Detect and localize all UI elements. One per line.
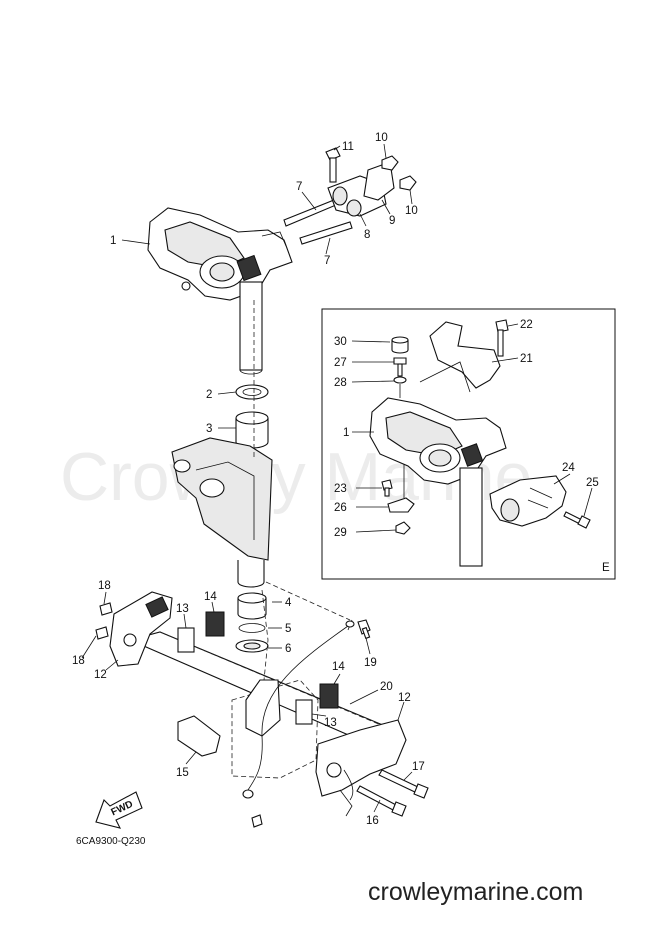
callout-18-upper: 18 (98, 580, 111, 592)
bolt-part-27 (393, 357, 407, 377)
friction-block-part-13-left (177, 627, 195, 653)
callout-14-left: 14 (204, 591, 217, 603)
clamp-bracket-part-12-left (109, 591, 173, 667)
callout-12-right: 12 (398, 692, 411, 704)
bolt-part-18 (95, 602, 113, 640)
plate-part-15 (177, 715, 221, 757)
bolt-part-23 (381, 479, 393, 497)
friction-pad-part-14-left (205, 611, 225, 637)
callout-7-upper: 7 (296, 181, 302, 193)
callout-8: 8 (364, 229, 370, 241)
bolt-part-22 (495, 319, 509, 357)
callout-1-inset: 1 (343, 427, 349, 439)
steering-shaft (239, 281, 263, 375)
callout-12-left: 12 (94, 669, 107, 681)
bolt-part-17 (378, 769, 429, 799)
screw-part-25 (563, 511, 591, 529)
callout-10-upper: 10 (375, 132, 388, 144)
callout-14-right: 14 (332, 661, 345, 673)
assembly-line-1 (265, 581, 351, 621)
bolt-part-16 (356, 785, 407, 817)
o-ring-part-5 (238, 623, 266, 633)
friction-block-part-13-right (295, 699, 313, 725)
inset-frame (321, 308, 616, 580)
callout-15: 15 (176, 767, 189, 779)
washer-part-28 (393, 376, 407, 398)
swivel-bracket (171, 437, 273, 588)
screw-part-19 (357, 619, 371, 640)
inset-label: E (602, 562, 610, 574)
washer-part-6 (235, 639, 269, 653)
callout-23: 23 (334, 483, 347, 495)
callout-21: 21 (520, 353, 533, 365)
cap-part-30 (391, 336, 409, 354)
bolt-part-11 (325, 147, 341, 183)
bushing-part-2 (235, 384, 269, 400)
callout-5: 5 (285, 623, 291, 635)
friction-pad-part-14-right (319, 683, 339, 709)
grip-part-24 (489, 475, 567, 527)
leader-lines (81, 143, 593, 813)
callout-26: 26 (334, 502, 347, 514)
callout-30: 30 (334, 336, 347, 348)
callout-17: 17 (412, 761, 425, 773)
bracket-part-21 (419, 321, 501, 393)
nut-part-29 (395, 521, 411, 535)
clamp-bracket-part-12-right (315, 719, 407, 817)
callout-9: 9 (389, 215, 395, 227)
callout-6: 6 (285, 643, 291, 655)
callout-13-left: 13 (176, 603, 189, 615)
callout-24: 24 (562, 462, 575, 474)
bushing-part-4 (237, 592, 267, 620)
site-caption: crowleymarine.com (368, 878, 583, 906)
callout-11: 11 (342, 141, 354, 153)
bushing-part-3 (235, 411, 269, 449)
steering-bracket-part-1 (147, 207, 293, 301)
callout-4: 4 (285, 597, 292, 609)
callout-3: 3 (206, 423, 212, 435)
bracket-part-26 (387, 464, 415, 513)
callout-19: 19 (364, 657, 377, 669)
callout-18-lower: 18 (72, 655, 85, 667)
callout-22: 22 (520, 319, 533, 331)
callout-16: 16 (366, 815, 379, 827)
callout-27: 27 (334, 357, 347, 369)
ground-lead-part-20 (242, 619, 355, 828)
callout-25: 25 (586, 477, 599, 489)
callout-10-lower: 10 (405, 205, 418, 217)
stud-bolt-part-7 (283, 199, 353, 245)
callout-13-right: 13 (324, 717, 337, 729)
callout-20: 20 (380, 681, 393, 693)
fwd-arrow-icon: FWD (95, 791, 143, 829)
callout-29: 29 (334, 527, 347, 539)
diagram-code: 6CA9300-Q230 (76, 836, 146, 847)
lower-mount-outline (231, 589, 319, 779)
callout-1: 1 (110, 235, 116, 247)
inset-steering-bracket-part-1 (369, 397, 507, 567)
nut-part-10 (381, 155, 417, 191)
callout-7-lower: 7 (324, 255, 330, 267)
callout-2: 2 (206, 389, 212, 401)
callout-28: 28 (334, 377, 347, 389)
